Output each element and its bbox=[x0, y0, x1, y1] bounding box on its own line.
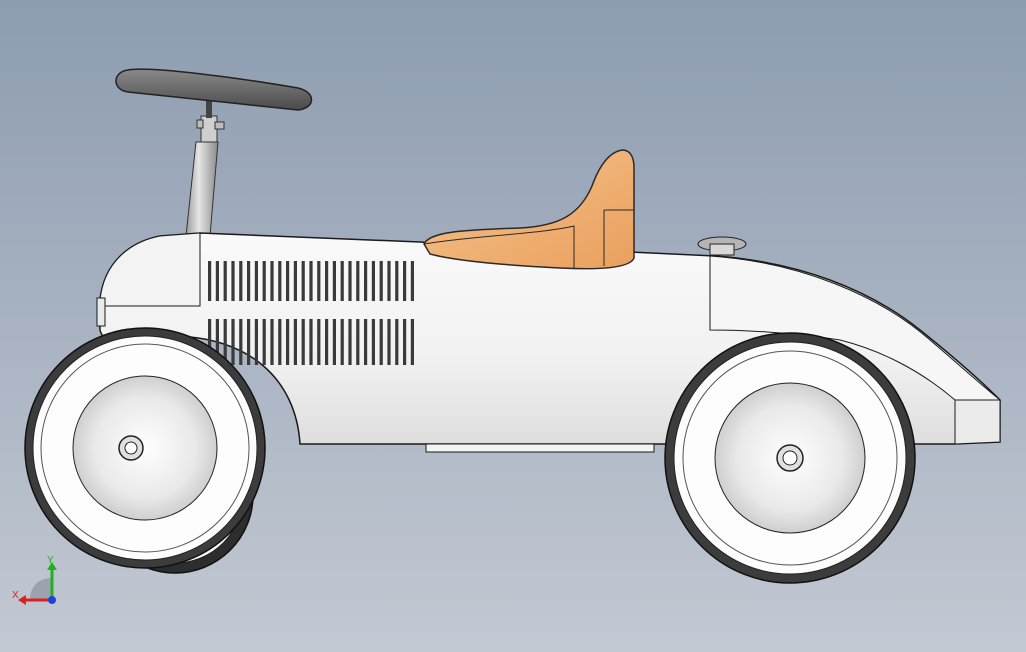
vent-slot bbox=[410, 261, 414, 301]
steering-column[interactable] bbox=[185, 141, 219, 237]
rear-bumper bbox=[954, 399, 1001, 445]
vent-slot bbox=[239, 319, 243, 365]
vent-slot bbox=[231, 261, 235, 301]
vent-slot bbox=[270, 261, 274, 301]
vent-slot bbox=[317, 261, 321, 301]
vent-slot bbox=[262, 261, 266, 301]
seat[interactable] bbox=[423, 149, 635, 270]
vent-slot bbox=[348, 319, 352, 365]
vent-slot bbox=[239, 261, 243, 301]
front-hubcap bbox=[72, 375, 218, 521]
steering-bolt-left bbox=[196, 119, 204, 129]
vent-slot bbox=[223, 319, 227, 365]
vent-slot bbox=[317, 319, 321, 365]
vent-slot bbox=[356, 261, 360, 301]
steering-wheel[interactable] bbox=[115, 68, 313, 111]
vent-slot bbox=[403, 319, 407, 365]
vent-slot bbox=[223, 261, 227, 301]
triad-x-arrow bbox=[18, 595, 26, 605]
vent-slot bbox=[340, 261, 344, 301]
coordinate-triad bbox=[18, 562, 57, 605]
nose-panel bbox=[99, 232, 201, 307]
vent-slot bbox=[309, 261, 313, 301]
triad-x-label: X bbox=[12, 590, 19, 601]
triad-z-axis bbox=[48, 596, 56, 604]
vent-slot bbox=[364, 319, 368, 365]
vent-slot bbox=[247, 319, 251, 365]
vent-slot bbox=[387, 261, 391, 301]
vent-slot bbox=[325, 319, 329, 365]
vent-slot bbox=[293, 261, 297, 301]
vent-slot bbox=[387, 319, 391, 365]
vent-slot bbox=[340, 319, 344, 365]
underside-plate bbox=[425, 443, 655, 453]
vent-grille-upper bbox=[208, 261, 414, 301]
vent-slot bbox=[395, 319, 399, 365]
rear-wheel[interactable] bbox=[664, 332, 916, 584]
vent-slot bbox=[215, 319, 219, 365]
nose-bumper bbox=[96, 297, 106, 327]
vent-grille-lower bbox=[208, 319, 414, 365]
seat-seam bbox=[423, 225, 575, 268]
vent-slot bbox=[364, 261, 368, 301]
vent-slot bbox=[348, 261, 352, 301]
vent-slot bbox=[403, 261, 407, 301]
vent-slot bbox=[278, 261, 282, 301]
vent-slot bbox=[254, 261, 258, 301]
vent-slot bbox=[262, 319, 266, 365]
vent-slot bbox=[301, 261, 305, 301]
front-wheel[interactable] bbox=[24, 327, 266, 569]
vent-slot bbox=[332, 319, 336, 365]
vent-slot bbox=[286, 261, 290, 301]
vent-slot bbox=[254, 319, 258, 365]
vent-slot bbox=[410, 319, 414, 365]
steering-bolt bbox=[214, 121, 225, 130]
vent-slot bbox=[208, 319, 212, 365]
fuel-cap-neck bbox=[709, 243, 735, 256]
vent-slot bbox=[301, 319, 305, 365]
vent-slot bbox=[278, 319, 282, 365]
vent-slot bbox=[309, 319, 313, 365]
car-body[interactable] bbox=[96, 232, 1002, 453]
triad-shadow bbox=[30, 578, 52, 600]
vent-slot bbox=[325, 261, 329, 301]
vent-slot bbox=[231, 319, 235, 365]
vent-slot bbox=[379, 261, 383, 301]
vent-slot bbox=[293, 319, 297, 365]
vent-slot bbox=[286, 319, 290, 365]
seat-shell[interactable] bbox=[423, 149, 635, 270]
vent-slot bbox=[332, 261, 336, 301]
vent-slot bbox=[371, 319, 375, 365]
vent-slot bbox=[215, 261, 219, 301]
vent-slot bbox=[270, 319, 274, 365]
vent-slot bbox=[371, 261, 375, 301]
triad-y-arrow bbox=[47, 562, 57, 570]
vent-slot bbox=[356, 319, 360, 365]
vent-slot bbox=[247, 261, 251, 301]
vent-slot bbox=[208, 261, 212, 301]
vent-slot bbox=[395, 261, 399, 301]
vent-slot bbox=[379, 319, 383, 365]
triad-y-label: Y bbox=[47, 555, 54, 566]
steering-assembly[interactable] bbox=[115, 68, 313, 237]
